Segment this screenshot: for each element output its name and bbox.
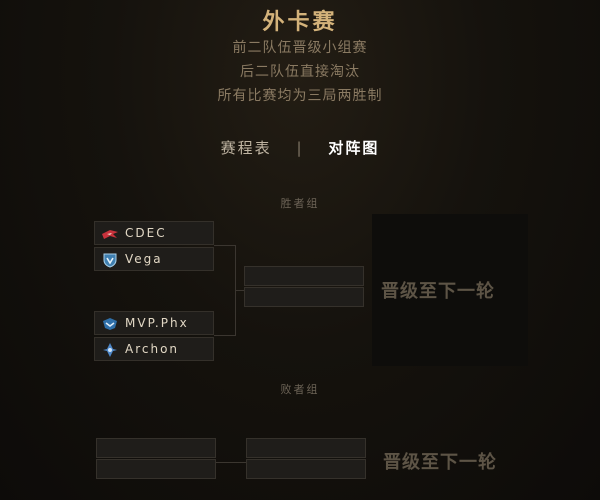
winners-bracket-label: 胜者组 xyxy=(280,197,320,210)
match-result-slot[interactable] xyxy=(244,266,364,286)
bracket-line xyxy=(235,290,244,291)
match-result-slot[interactable] xyxy=(246,438,366,458)
losers-team-slot[interactable] xyxy=(96,438,216,458)
mvp-phx-logo-icon xyxy=(101,315,119,333)
page-title: 外卡赛 xyxy=(262,10,338,35)
rule-line-1: 前二队伍晋级小组赛 xyxy=(232,40,368,56)
team-slot-vega[interactable]: Vega xyxy=(94,247,214,271)
team-name: CDEC xyxy=(125,226,167,240)
rule-line-2: 后二队伍直接淘汰 xyxy=(240,64,360,80)
team-slot-archon[interactable]: Archon xyxy=(94,337,214,361)
tab-separator: | xyxy=(296,139,304,157)
team-name: Vega xyxy=(125,252,163,266)
team-name: Archon xyxy=(125,342,180,356)
rule-line-3: 所有比赛均为三局两胜制 xyxy=(217,88,383,104)
cdec-logo-icon xyxy=(101,225,119,243)
archon-logo-icon xyxy=(101,341,119,359)
team-name: MVP.Phx xyxy=(125,316,189,330)
losers-team-slot[interactable] xyxy=(96,459,216,479)
tab-bracket[interactable]: 对阵图 xyxy=(328,139,380,157)
next-round-panel-winners xyxy=(372,214,528,366)
losers-bracket-label: 败者组 xyxy=(280,383,320,396)
bracket-line xyxy=(216,462,246,463)
team-slot-mvp-phx[interactable]: MVP.Phx xyxy=(94,311,214,335)
tab-schedule[interactable]: 赛程表 xyxy=(220,139,272,157)
team-slot-cdec[interactable]: CDEC xyxy=(94,221,214,245)
advance-text-winners: 晋级至下一轮 xyxy=(381,281,495,302)
bracket-line xyxy=(214,335,236,336)
view-tabs: 赛程表 | 对阵图 xyxy=(0,137,600,158)
advance-text-losers: 晋级至下一轮 xyxy=(383,452,497,473)
bracket-line xyxy=(214,245,236,246)
vega-logo-icon xyxy=(101,251,119,269)
match-result-slot[interactable] xyxy=(244,287,364,307)
match-result-slot[interactable] xyxy=(246,459,366,479)
